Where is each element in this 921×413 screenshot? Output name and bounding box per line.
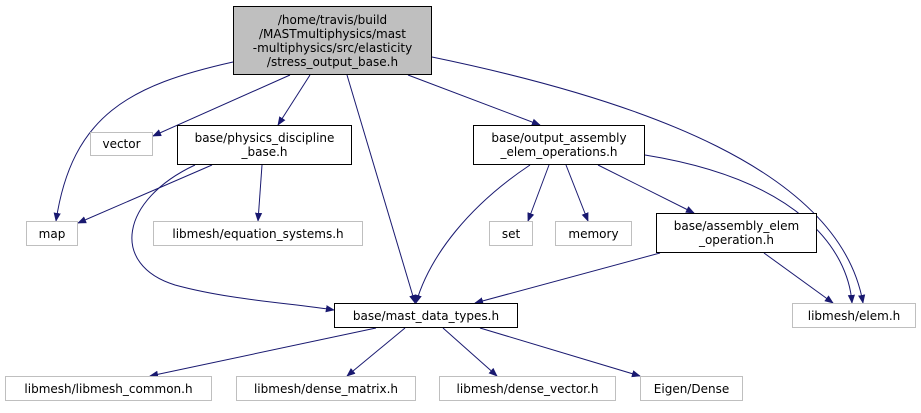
edge-root-to-mdt — [346, 74, 417, 304]
node-label-line: base/output_assembly — [491, 131, 627, 145]
node-output-assembly-elem-operations[interactable]: base/output_assembly _elem_operations.h — [473, 125, 645, 165]
edge-oae-to-aeo — [597, 164, 695, 214]
node-label-line: vector — [102, 137, 141, 151]
node-map: map — [26, 221, 78, 246]
node-vector: vector — [90, 132, 153, 156]
node-physics-discipline-base[interactable]: base/physics_discipline _base.h — [177, 125, 352, 165]
edge-root-to-vector — [152, 74, 291, 137]
edge-root-to-elem — [431, 56, 866, 304]
node-label-line: /MASTmultiphysics/mast — [258, 26, 407, 41]
node-label-line: /stress_output_base.h — [266, 54, 399, 69]
node-label-line: -multiphysics/src/elasticity — [252, 40, 413, 55]
node-memory: memory — [555, 221, 632, 246]
node-assembly-elem-operation[interactable]: base/assembly_elem _operation.h — [656, 213, 817, 253]
edge-aeo-to-mdt — [474, 252, 661, 305]
node-label-line: set — [501, 226, 521, 241]
node-label-line: map — [38, 226, 66, 241]
edge-oae-to-set — [527, 164, 550, 222]
node-dense-matrix: libmesh/dense_matrix.h — [236, 376, 416, 401]
edge-oae-to-memory — [565, 164, 589, 222]
node-libmesh-common: libmesh/libmesh_common.h — [5, 376, 212, 401]
node-label-line: Eigen/Dense — [653, 381, 730, 396]
node-stress-output-base: /home/travis/build /MASTmultiphysics/mas… — [233, 6, 432, 75]
node-mast-data-types[interactable]: base/mast_data_types.h — [334, 303, 518, 328]
node-label-line: _elem_operations.h — [500, 145, 618, 159]
node-set: set — [489, 221, 533, 246]
node-label-line: libmesh/dense_vector.h — [456, 381, 599, 396]
edge-root-to-oae — [407, 74, 541, 126]
node-libmesh-elem: libmesh/elem.h — [792, 303, 916, 328]
edge-mdt-to-dmat — [346, 327, 406, 377]
node-equation-systems: libmesh/equation_systems.h — [153, 221, 363, 246]
node-label-line: libmesh/equation_systems.h — [172, 226, 344, 241]
edge-mdt-to-dvec — [442, 327, 498, 377]
edge-physics-to-mdt — [131, 164, 335, 313]
node-eigen-dense: Eigen/Dense — [640, 376, 743, 401]
node-label-line: libmesh/libmesh_common.h — [24, 381, 193, 396]
edge-mdt-to-eigen — [479, 327, 641, 378]
node-label-line: _base.h — [241, 145, 288, 159]
edge-physics-to-map — [77, 164, 213, 224]
node-label-line: libmesh/dense_matrix.h — [253, 381, 399, 396]
node-label-line: base/assembly_elem — [673, 219, 800, 233]
edge-aeo-to-elem — [763, 252, 834, 304]
node-label-line: /home/travis/build — [277, 12, 388, 27]
node-dense-vector: libmesh/dense_vector.h — [439, 376, 616, 401]
edge-mdt-to-common — [149, 327, 377, 378]
node-label-line: memory — [568, 226, 619, 241]
node-label-line: base/mast_data_types.h — [352, 308, 500, 323]
edge-physics-to-eqsys — [254, 164, 263, 222]
edge-root-to-physics — [277, 74, 311, 126]
edge-oae-to-mdt — [414, 164, 531, 304]
edge-root-to-map — [53, 61, 234, 222]
node-label-line: base/physics_discipline — [194, 131, 335, 145]
node-label-line: _operation.h — [698, 233, 775, 247]
node-label-line: libmesh/elem.h — [807, 308, 901, 323]
